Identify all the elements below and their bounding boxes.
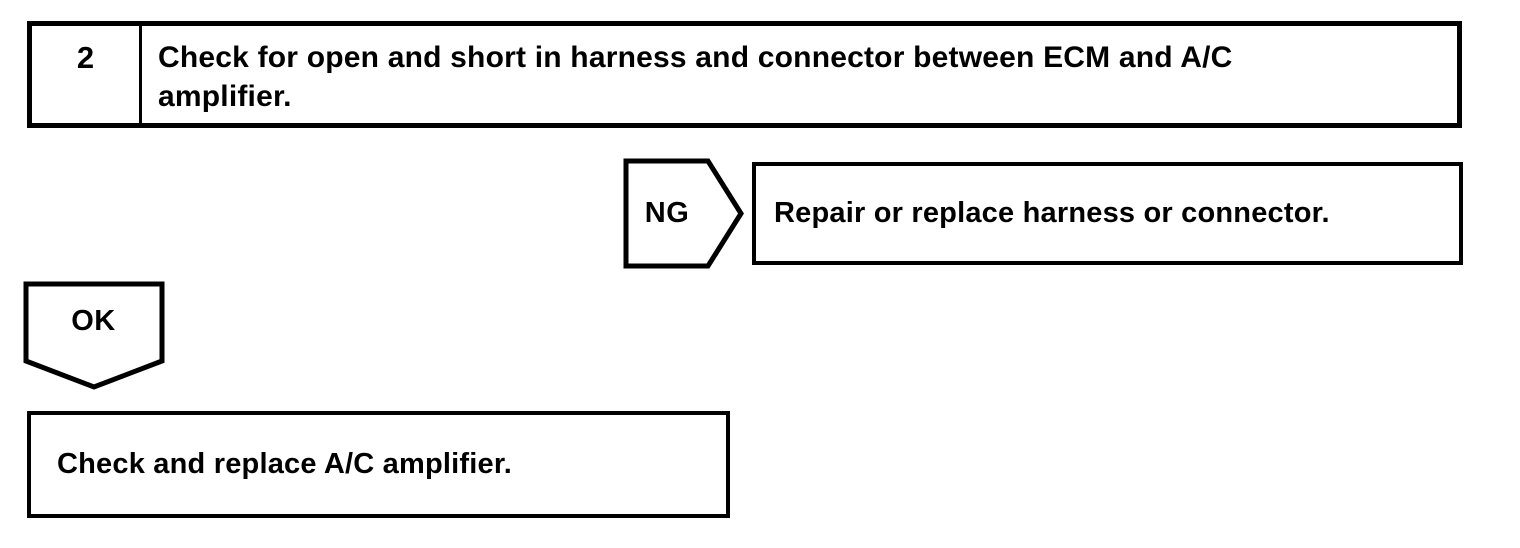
step-number: 2 [76, 40, 95, 75]
step-instruction-box: 2 Check for open and short in harness an… [27, 21, 1462, 128]
ok-connector-label: OK [71, 305, 116, 337]
ng-action-box: Repair or replace harness or connector. [752, 162, 1463, 265]
ok-action-text: Check and replace A/C amplifier. [57, 448, 512, 480]
step-instruction-text: Check for open and short in harness and … [158, 41, 1233, 113]
step-number-cell: 2 [32, 26, 142, 123]
ng-connector-arrow-icon [623, 158, 744, 269]
ng-connector-label: NG [644, 197, 690, 229]
ok-connector-outline [23, 281, 165, 390]
ok-connector-arrow-icon [23, 281, 165, 390]
ok-action-box: Check and replace A/C amplifier. [27, 411, 730, 518]
ng-connector-outline [623, 158, 744, 269]
ng-action-text: Repair or replace harness or connector. [774, 197, 1330, 229]
step-instruction-cell: Check for open and short in harness and … [142, 26, 1457, 123]
